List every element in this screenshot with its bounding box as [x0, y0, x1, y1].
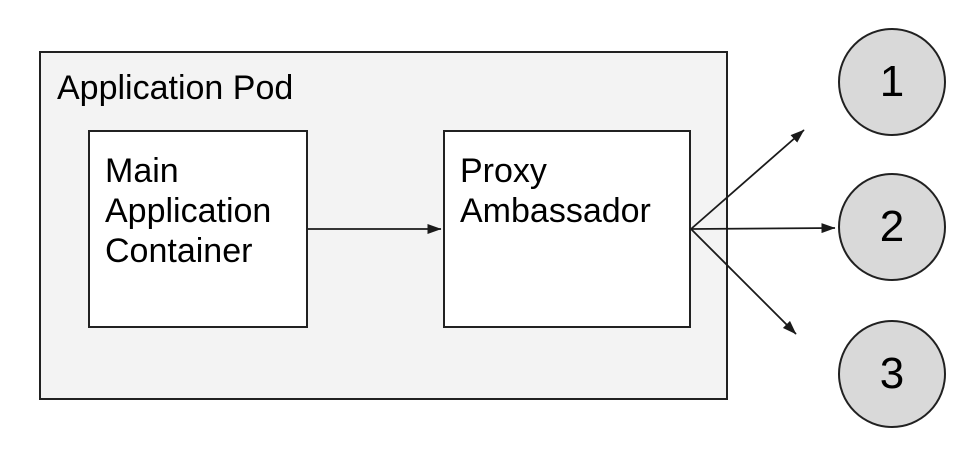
endpoint-circle-2-label: 2	[879, 202, 905, 251]
endpoint-circle-3: 3	[838, 320, 946, 428]
endpoint-circle-1-label: 1	[879, 57, 905, 106]
node-main-application-container: Main Application Container	[88, 130, 308, 328]
node-main-application-container-label: Main Application Container	[105, 152, 272, 270]
node-proxy-ambassador: Proxy Ambassador	[443, 130, 691, 328]
application-pod-label: Application Pod	[57, 69, 294, 107]
endpoint-circle-3-label: 3	[879, 349, 905, 398]
node-proxy-ambassador-label: Proxy Ambassador	[460, 152, 651, 230]
endpoint-circle-1: 1	[838, 28, 946, 136]
endpoint-circle-2: 2	[838, 173, 946, 281]
